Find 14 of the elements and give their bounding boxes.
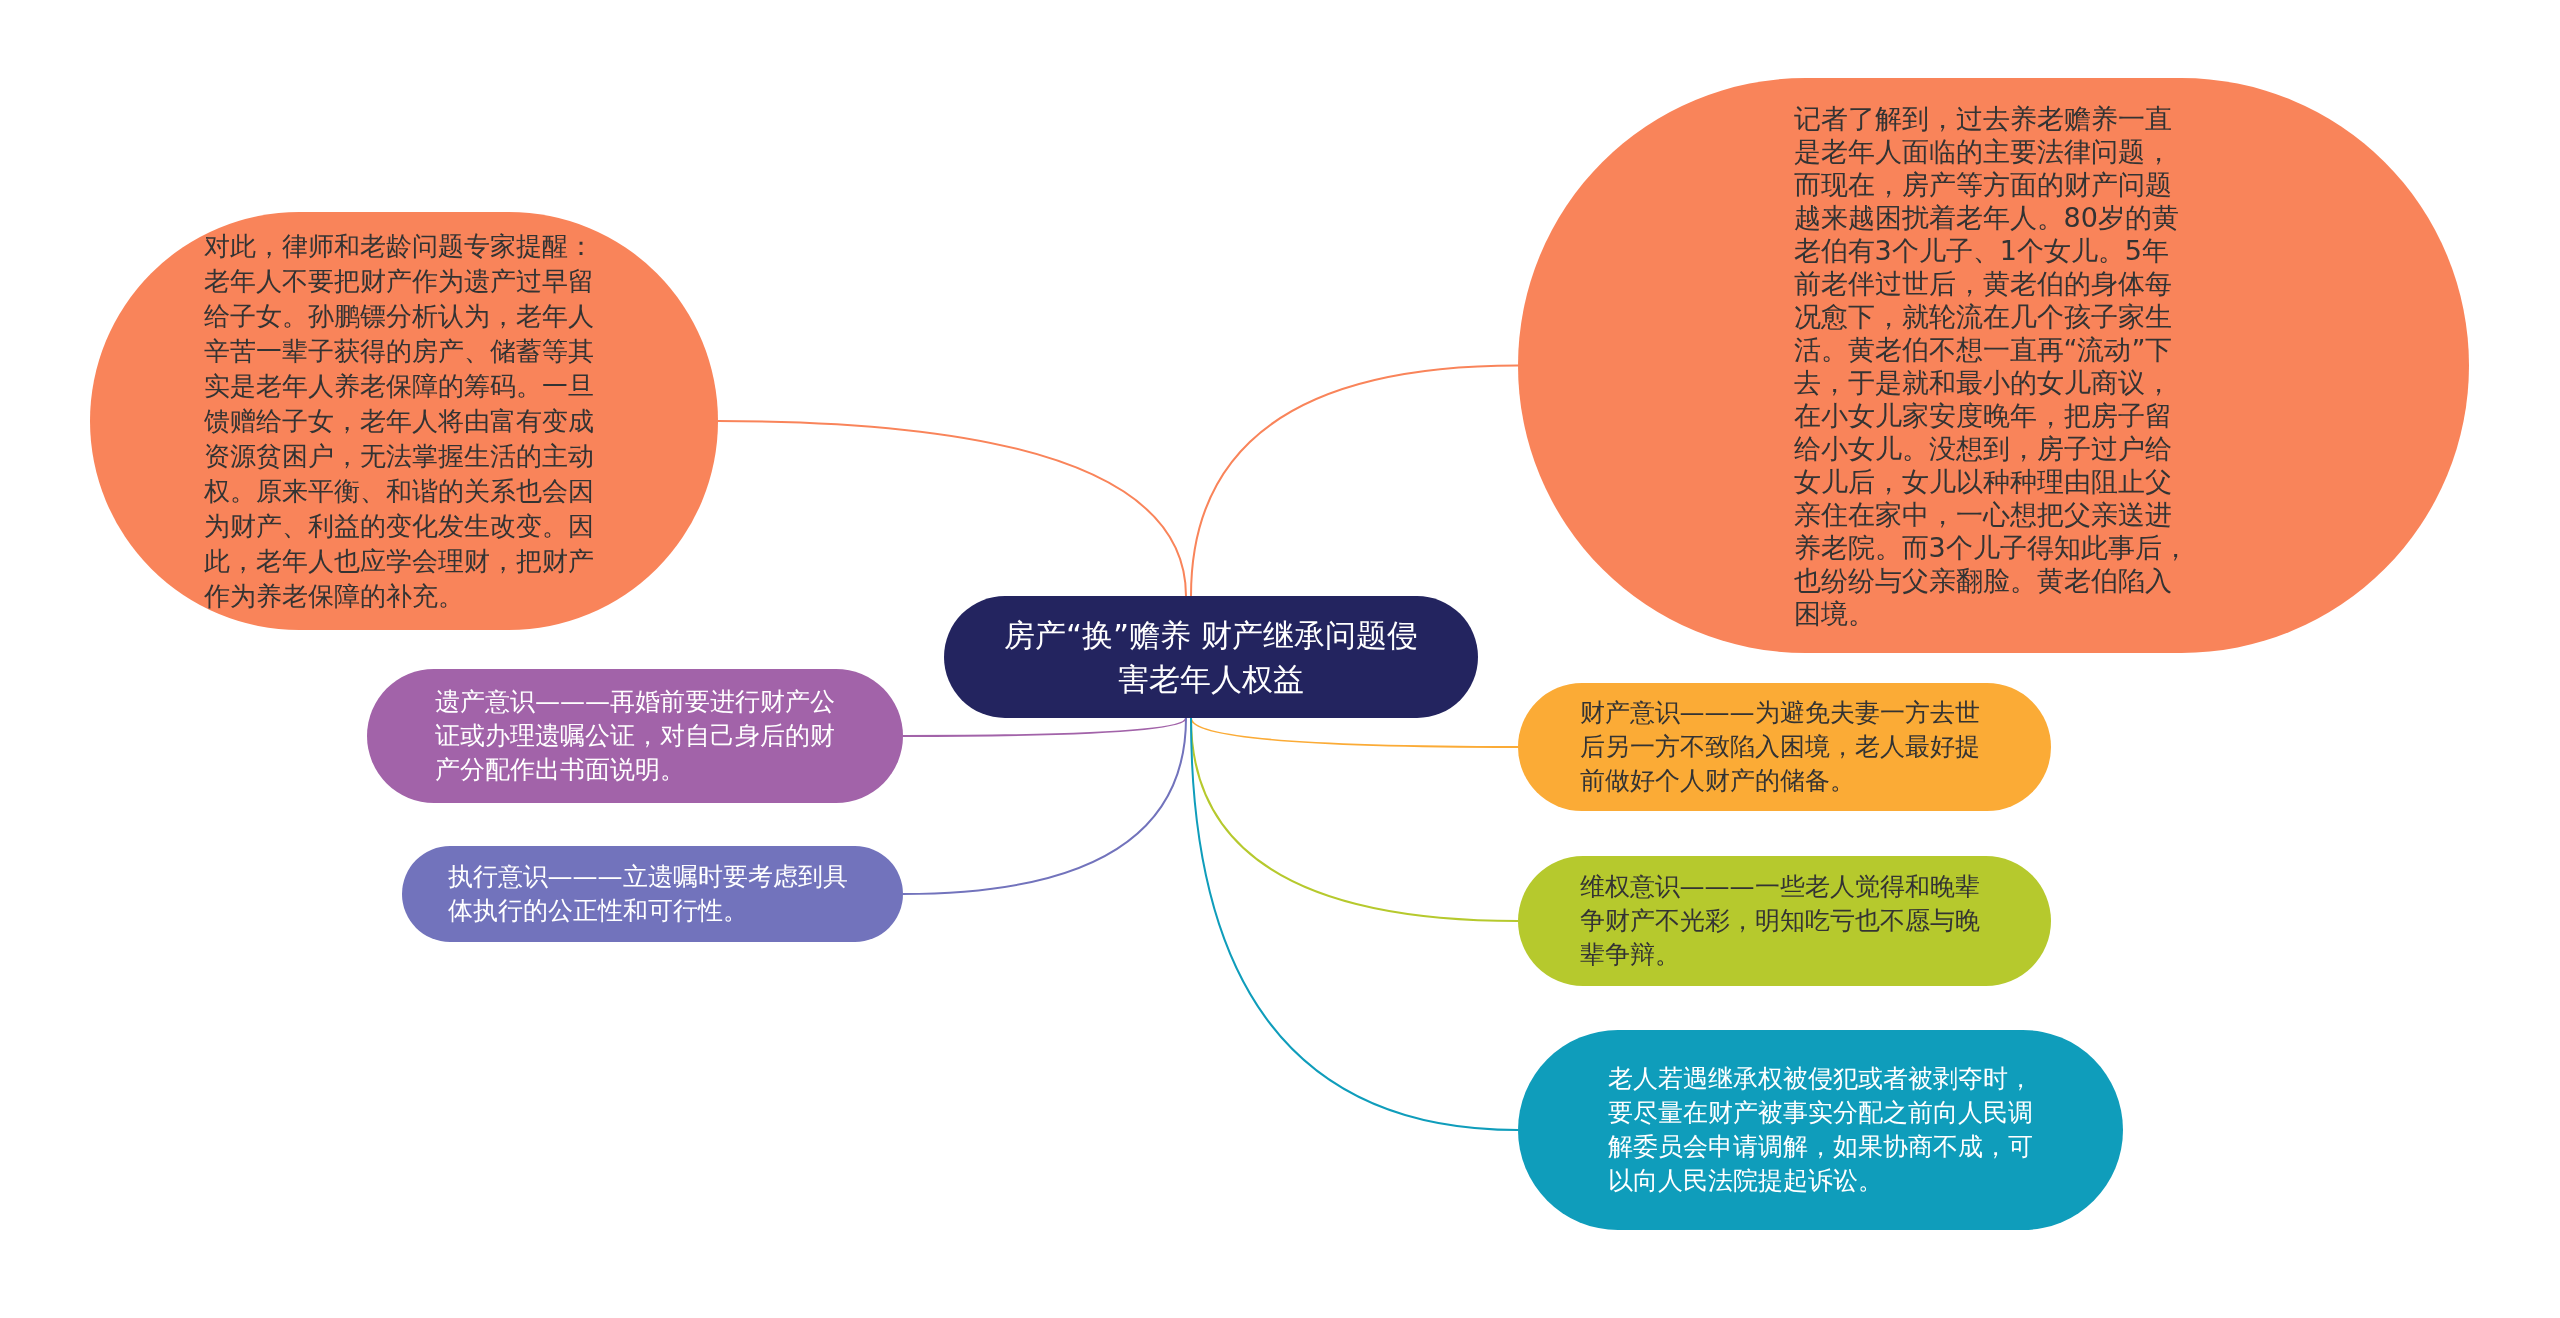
connector-line [1190,364,1519,597]
topic-text: 遗产意识———再婚前要进行财产公证或办理遗嘱公证，对自己身后的财产分配作出书面说明。 [435,686,835,786]
connector-line [902,717,1187,895]
topic-text: 老人若遇继承权被侵犯或者被剥夺时，要尽量在财产被事实分配之前向人民调解委员会申请调解，如果协商不成，可以向人民法院提起诉讼。 [1608,1063,2033,1197]
connector-line [717,420,1187,597]
topic-text: 维权意识———一些老人觉得和晚辈争财产不光彩，明知吃亏也不愿与晚辈争辩。 [1579,871,1981,971]
topic-text: 财产意识———为避免夫妻一方去世后另一方不致陷入困境，老人最好提前做好个人财产的储备。 [1579,697,1981,797]
topic-text: 执行意识———立遗嘱时要考虑到具体执行的公正性和可行性。 [447,861,849,927]
connector-line [1190,717,1519,748]
topic-title: 房产“换”赡养 财产继承问题侵害老年人权益 [1003,616,1419,699]
topic-text: 记者了解到，过去养老赡养一直是老年人面临的主要法律问题，而现在，房产等方面的财产问题越来越困扰着老年人。80岁的黄老伯有3个儿子、1个女儿。5年前老伴过世后，黄老伯的身体每况愈下，就轮流在几个孩子家生活。黄老伯不想一直再“流动”下去，于是就和最小的女儿商议，在小女儿家安度晚年，把房子留给小女儿。没想到，房子过户给女儿后，女儿以种种理由阻止父亲住在家中，一心想把父亲送进养老院。而3个儿子得知此事后，也纷纷与父亲翻脸。黄老伯陷入困境。 [1793,101,2190,630]
connector-line [1190,717,1519,1131]
topic-text: 对此，律师和老龄问题专家提醒：老年人不要把财产作为遗产过早留给子女。孙鹏镖分析认为，老年人辛苦一辈子获得的房产、储蓄等其实是老年人养老保障的筹码。一旦馈赠给子女，老年人将由富有变成资源贫困户，无法掌握生活的主动权。原来平衡、和谐的关系也会因为财产、利益的变化发生改变。因此，老年人也应学会理财，把财产作为养老保障的补充。 [204,229,595,613]
connector-line [902,717,1187,737]
